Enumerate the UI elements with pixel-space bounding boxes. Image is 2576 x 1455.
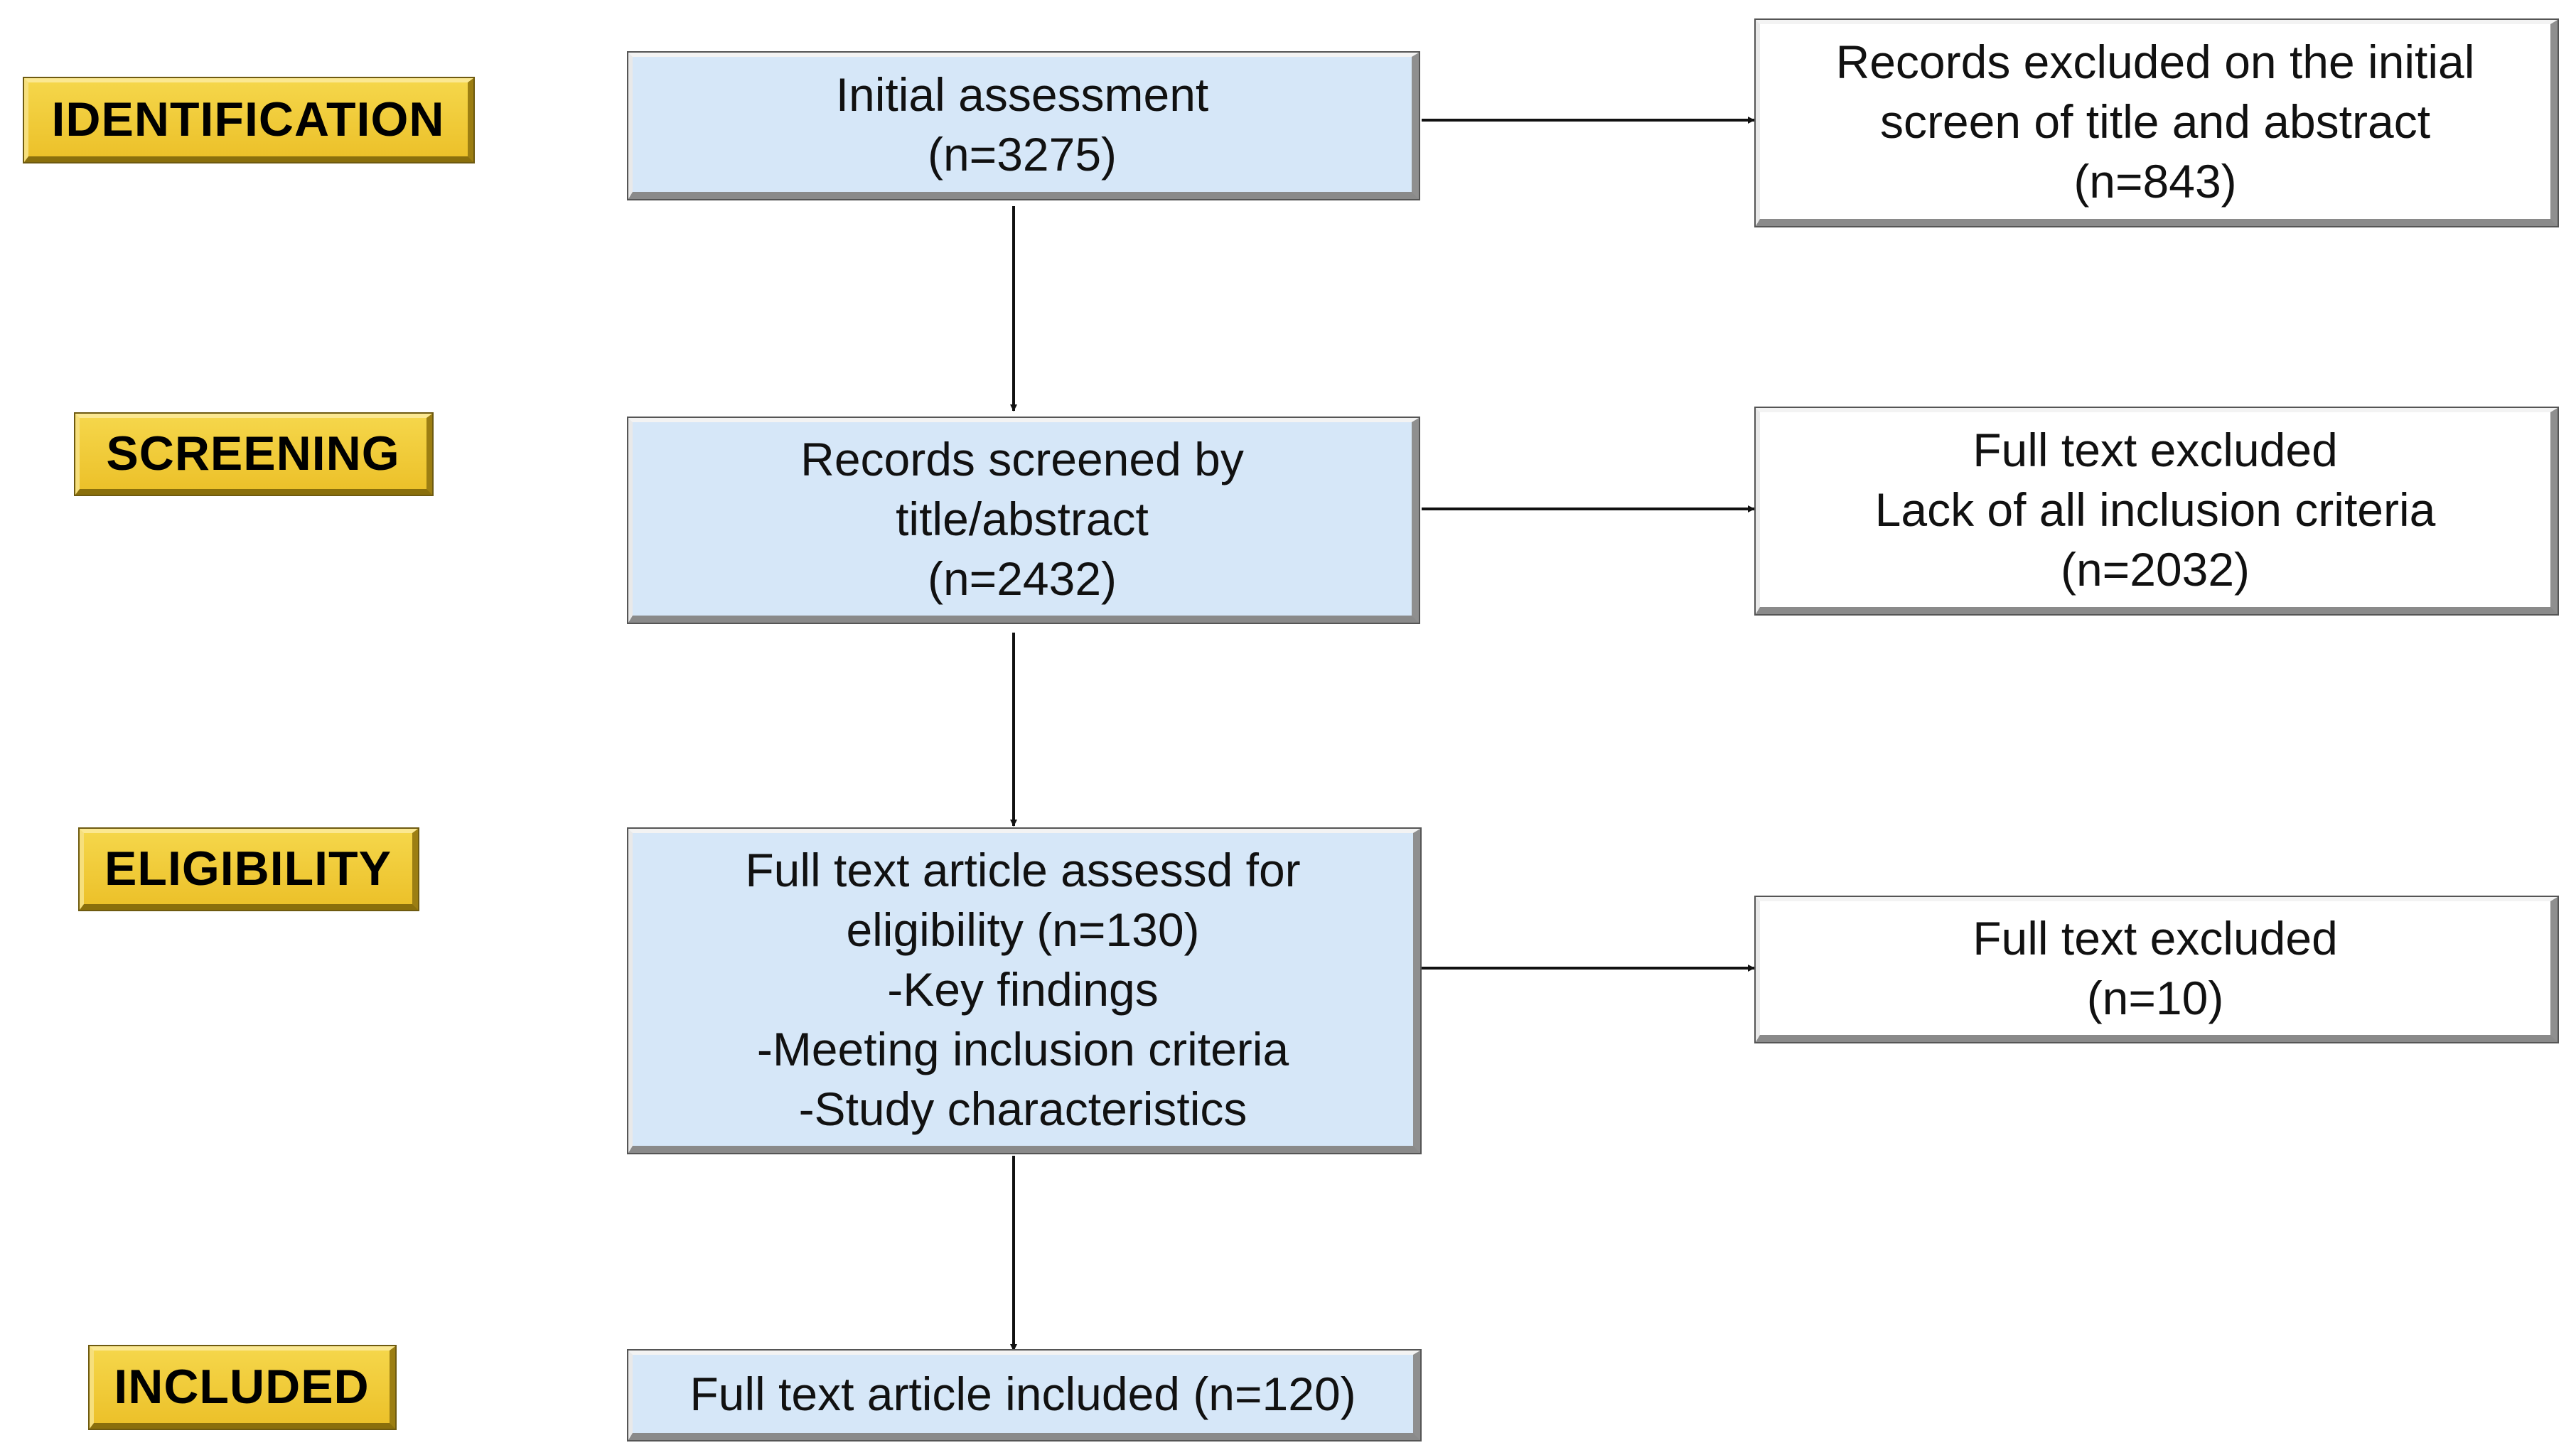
box-full-text-included: Full text article included (n=120)	[627, 1349, 1422, 1441]
stage-screening: SCREENING	[74, 412, 434, 496]
excluded-title-abstract-line-3: (n=843)	[2073, 155, 2237, 208]
excluded-criteria-line-3: (n=2032)	[2060, 543, 2250, 596]
full-text-assessed-line-4: -Meeting inclusion criteria	[756, 1023, 1289, 1075]
full-text-assessed-line-5: -Study characteristics	[798, 1083, 1247, 1135]
records-screened-line-2: title/abstract	[896, 493, 1149, 545]
stage-identification: IDENTIFICATION	[23, 77, 475, 163]
stage-included: INCLUDED	[88, 1345, 397, 1430]
excluded-criteria-line-2: Lack of all inclusion criteria	[1874, 483, 2436, 536]
excluded-title-abstract-line-2: screen of title and abstract	[1879, 95, 2431, 148]
full-text-assessed-line-1: Full text article assessd for	[745, 844, 1301, 896]
excluded-criteria-line-1: Full text excluded	[1973, 424, 2338, 476]
full-text-included-line-1: Full text article included (n=120)	[689, 1368, 1356, 1420]
box-excluded-title-abstract: Records excluded on the initial screen o…	[1754, 18, 2559, 227]
box-excluded-criteria: Full text excluded Lack of all inclusion…	[1754, 407, 2559, 616]
box-initial-assessment: Initial assessment (n=3275)	[627, 51, 1420, 200]
records-screened-line-1: Records screened by	[800, 433, 1244, 485]
box-excluded-eligibility: Full text excluded (n=10)	[1754, 896, 2559, 1043]
box-records-screened: Records screened by title/abstract (n=24…	[627, 417, 1420, 624]
excluded-eligibility-line-1: Full text excluded	[1973, 912, 2338, 965]
box-full-text-assessed: Full text article assessd for eligibilit…	[627, 827, 1422, 1154]
stage-eligibility: ELIGIBILITY	[78, 827, 419, 911]
full-text-assessed-line-3: -Key findings	[887, 963, 1159, 1016]
excluded-title-abstract-line-1: Records excluded on the initial	[1835, 36, 2475, 88]
initial-assessment-line-2: (n=3275)	[927, 128, 1117, 181]
initial-assessment-line-1: Initial assessment	[835, 68, 1209, 121]
records-screened-line-3: (n=2432)	[927, 552, 1117, 605]
full-text-assessed-line-2: eligibility (n=130)	[846, 903, 1200, 956]
excluded-eligibility-line-2: (n=10)	[2086, 972, 2224, 1024]
